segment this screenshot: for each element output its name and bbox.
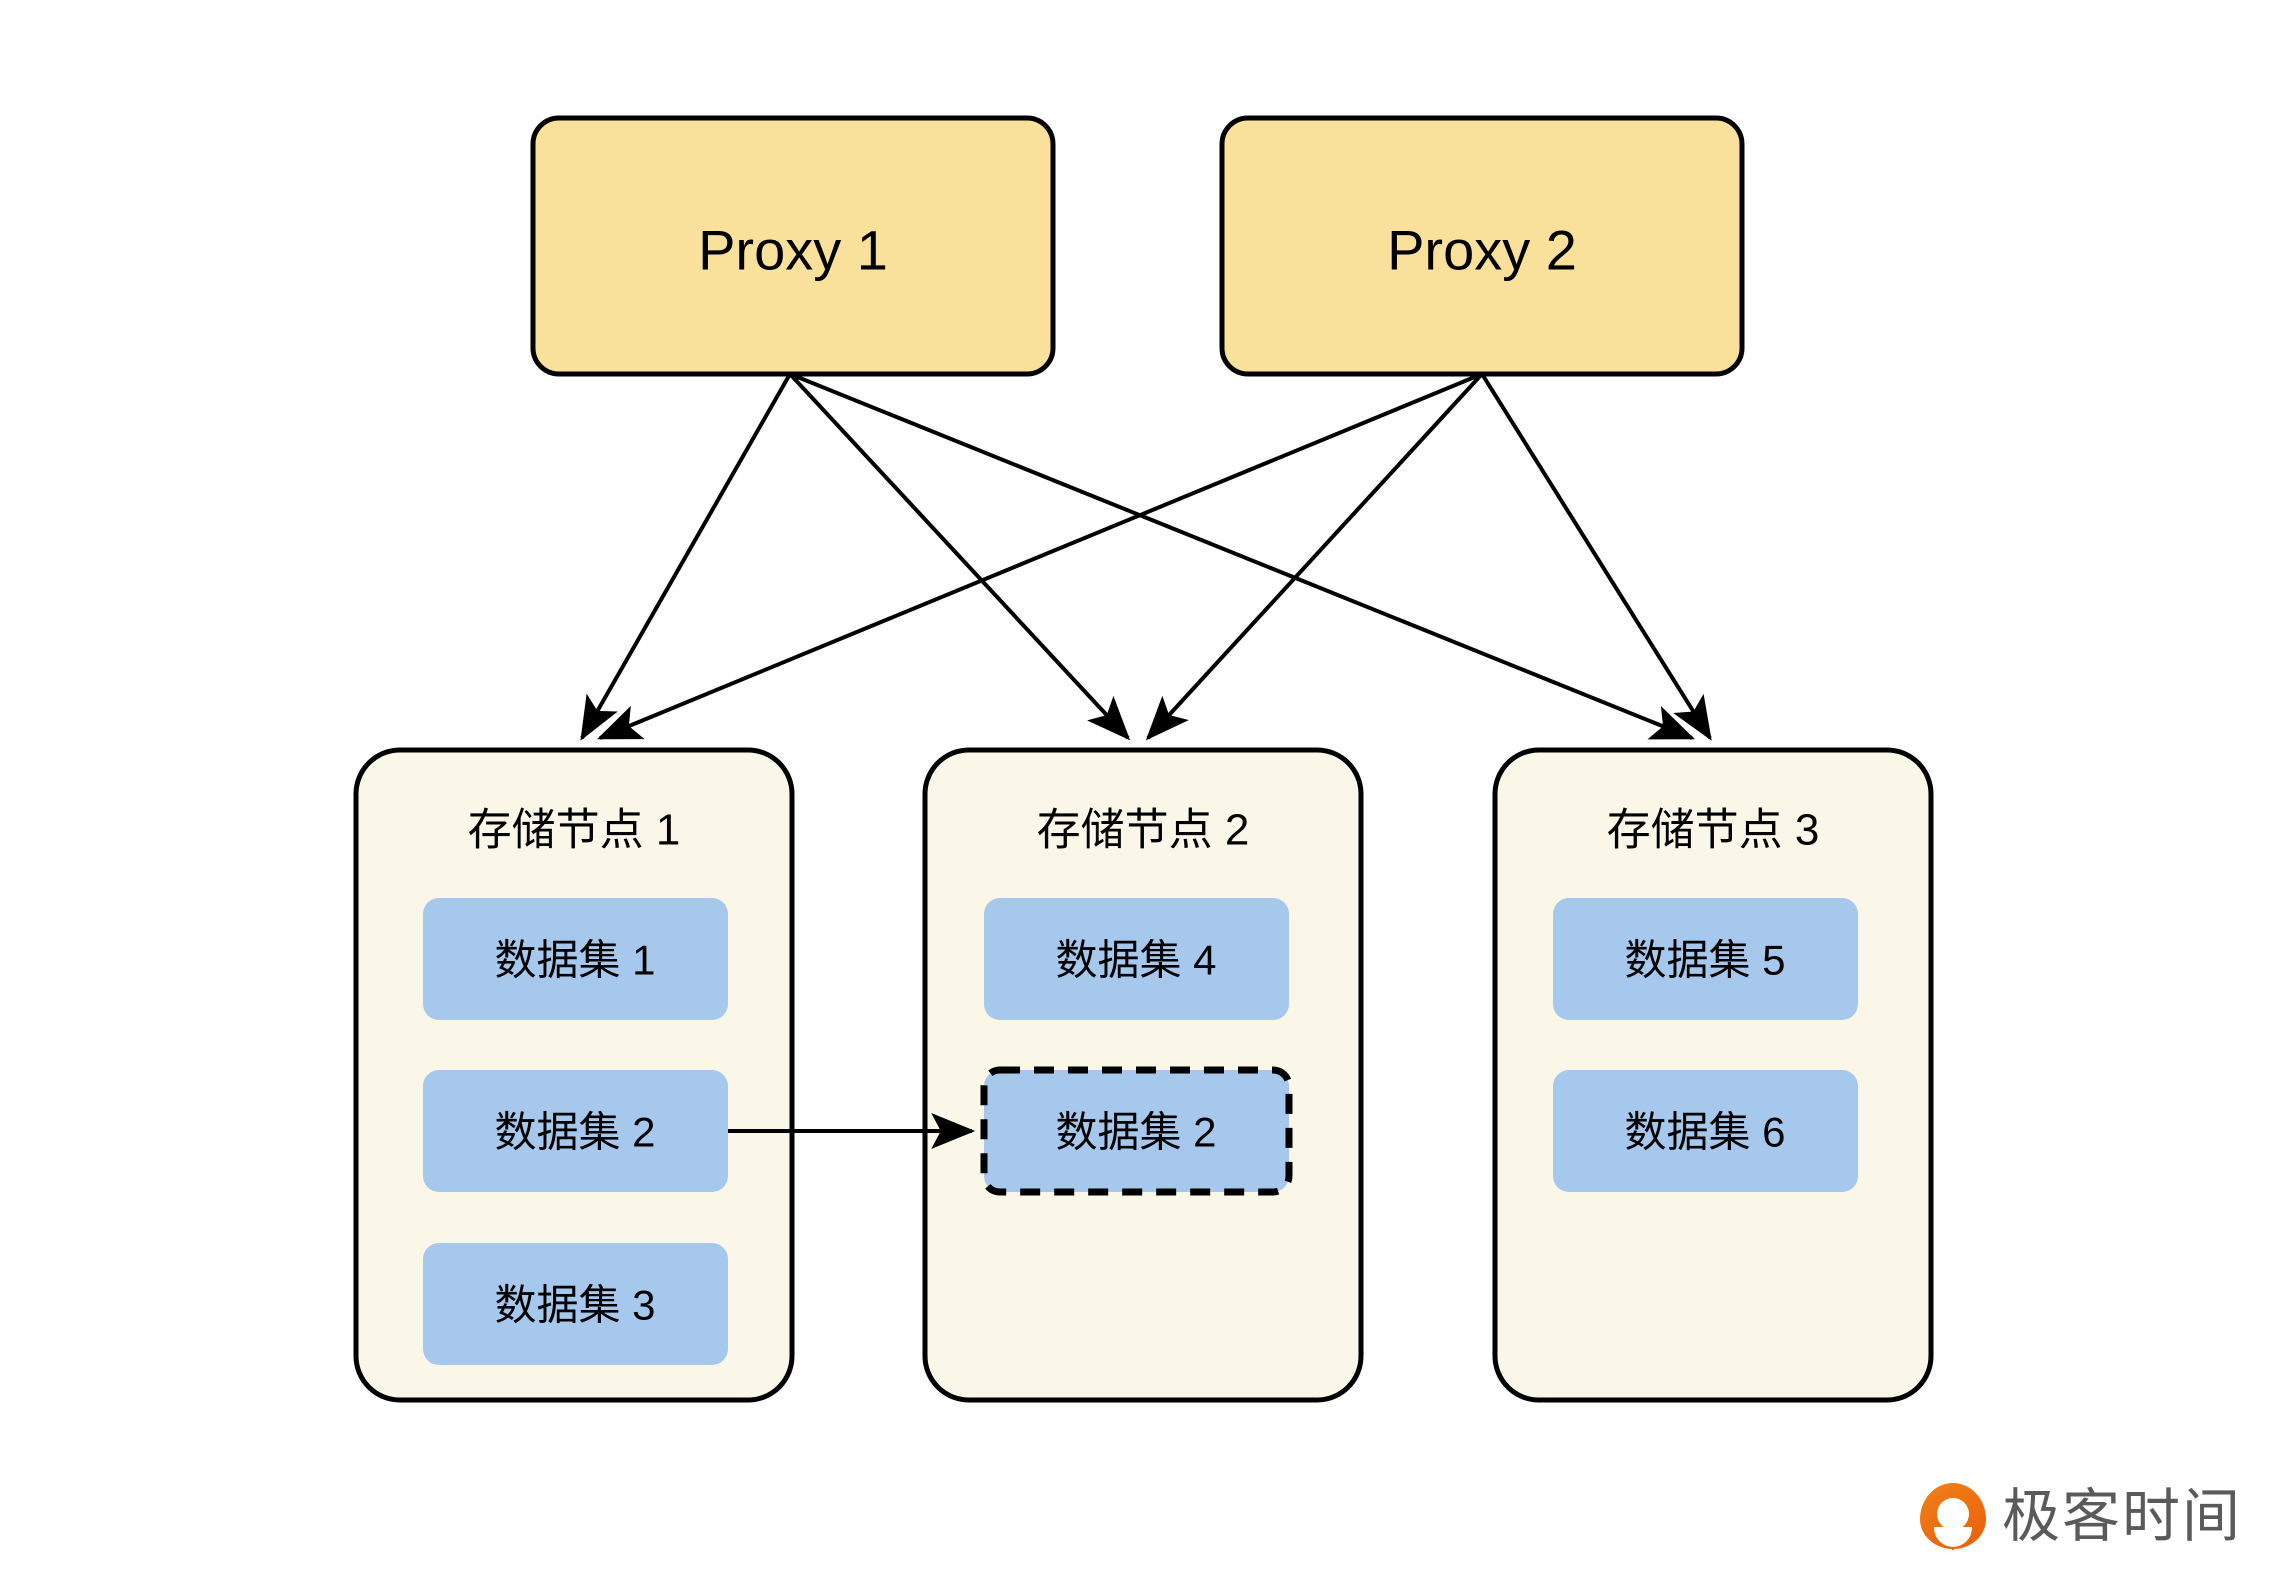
storage-node-2-dataset-4-box[interactable] xyxy=(984,898,1289,1020)
storage-node-3-dataset-5-box[interactable] xyxy=(1553,898,1858,1020)
proxy-to-node-links xyxy=(580,372,1712,741)
proxy-2-label: Proxy 2 xyxy=(1387,219,1577,282)
proxy-1[interactable]: Proxy 1 xyxy=(530,115,1056,377)
storage-node-3-dataset-6-label: 数据集 6 xyxy=(1624,1109,1785,1156)
storage-node-1-dataset-1-label: 数据集 1 xyxy=(494,937,655,984)
storage-node-1[interactable]: 存储节点 1 数据集 1 数据集 2 数据集 3 xyxy=(353,747,795,1403)
dataset-item[interactable]: 数据集 4 xyxy=(984,898,1289,1020)
storage-node-1-dataset-3-label: 数据集 3 xyxy=(494,1282,655,1329)
dataset-item-replica[interactable]: 数据集 2 xyxy=(980,1066,1293,1196)
storage-node-1-dataset-3-box[interactable] xyxy=(423,1243,728,1365)
dataset-item[interactable]: 数据集 2 xyxy=(423,1070,728,1192)
link-proxy-1-to-storage-node-1 xyxy=(580,373,792,741)
storage-node-3-label: 存储节点 3 xyxy=(1607,806,1820,855)
storage-node-3-dataset-6-box[interactable] xyxy=(1553,1070,1858,1192)
link-proxy-2-to-storage-node-1 xyxy=(597,372,1483,740)
storage-node-1-dataset-2-box[interactable] xyxy=(423,1070,728,1192)
proxy-1-label: Proxy 1 xyxy=(698,219,888,282)
dataset-item[interactable]: 数据集 3 xyxy=(423,1243,728,1365)
storage-node-2-label: 存储节点 2 xyxy=(1037,806,1250,855)
location-pin-icon xyxy=(1919,1483,1986,1549)
dataset-item[interactable]: 数据集 1 xyxy=(423,898,728,1020)
link-proxy-2-to-storage-node-3 xyxy=(1480,372,1712,741)
link-proxy-2-to-storage-node-2 xyxy=(1145,372,1484,741)
storage-node-3-dataset-5-label: 数据集 5 xyxy=(1624,937,1785,984)
brand-wordmark: 极客时间 xyxy=(2001,1482,2242,1550)
storage-node-2[interactable]: 存储节点 2 数据集 4 数据集 2 xyxy=(922,747,1364,1403)
brand-logo: 极客时间 xyxy=(1919,1482,2242,1550)
storage-node-2-dataset-4-label: 数据集 4 xyxy=(1055,937,1216,984)
dataset-item[interactable]: 数据集 6 xyxy=(1553,1070,1858,1192)
proxy-2[interactable]: Proxy 2 xyxy=(1219,115,1745,377)
storage-node-1-dataset-2-label: 数据集 2 xyxy=(494,1109,655,1156)
storage-node-2-dataset-2-replica-box[interactable] xyxy=(980,1066,1293,1196)
proxy-2-box[interactable] xyxy=(1219,115,1745,377)
proxy-1-box[interactable] xyxy=(530,115,1056,377)
storage-node-2-dataset-2-replica-label: 数据集 2 xyxy=(1055,1109,1216,1156)
storage-node-3[interactable]: 存储节点 3 数据集 5 数据集 6 xyxy=(1492,747,1934,1403)
link-proxy-1-to-storage-node-3 xyxy=(789,372,1695,740)
link-proxy-1-to-storage-node-2 xyxy=(788,372,1131,741)
dataset-item[interactable]: 数据集 5 xyxy=(1553,898,1858,1020)
storage-node-1-label: 存储节点 1 xyxy=(468,806,681,855)
storage-node-1-dataset-1-box[interactable] xyxy=(423,898,728,1020)
